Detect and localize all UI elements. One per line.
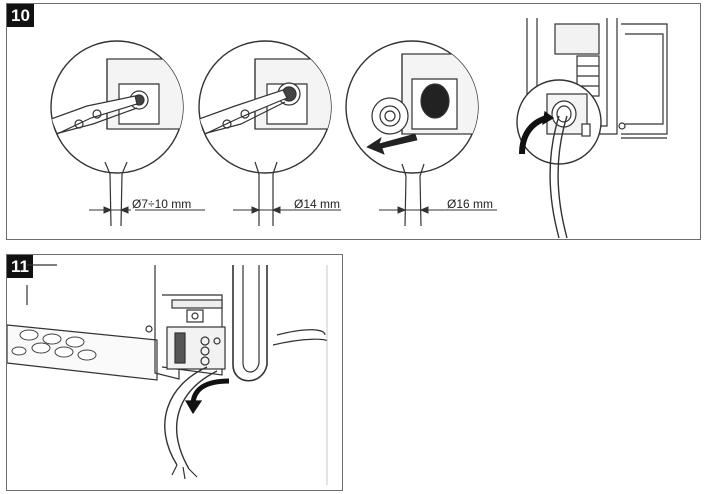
terminal-block-illustration <box>7 264 328 485</box>
detail-cut-medium-membrane <box>198 40 332 226</box>
panel-step-11: 11 <box>6 254 343 491</box>
heater-with-cable <box>516 18 668 239</box>
cable-gland-illustrations <box>50 18 668 239</box>
step-number-badge: 11 <box>7 255 33 278</box>
detail-cut-small-membrane <box>50 40 184 227</box>
panel-step-10: 10 <box>6 3 701 240</box>
detail-remove-membrane <box>345 40 479 227</box>
dimension-lines <box>89 206 497 214</box>
measurement-label-large: Ø16 mm <box>447 197 494 211</box>
measurement-label-medium: Ø14 mm <box>294 197 341 211</box>
measurement-label-small: Ø7÷10 mm <box>132 197 192 211</box>
step-number-badge: 10 <box>7 4 34 27</box>
